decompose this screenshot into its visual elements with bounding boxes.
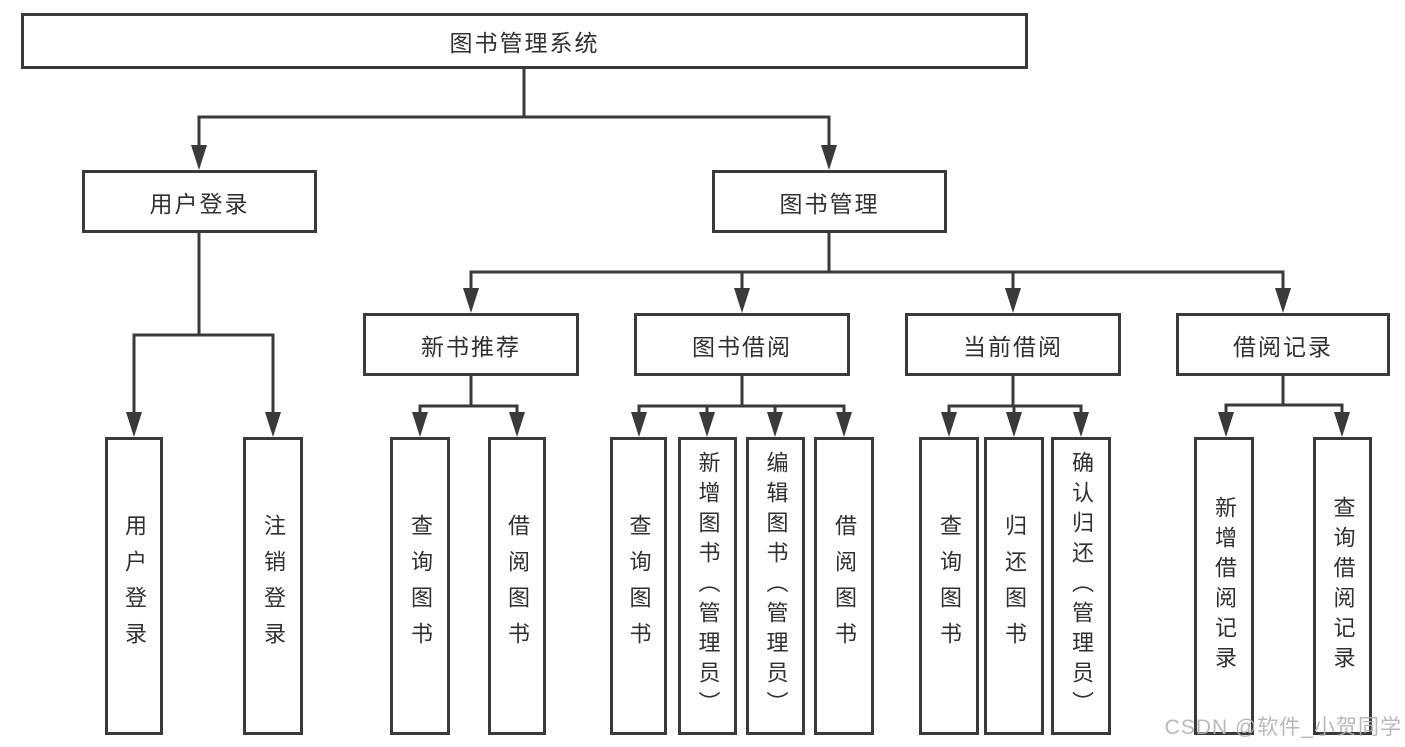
leaf-query-books-current-label: 查询图书 <box>937 514 962 658</box>
node-current-borrowing-label: 当前借阅 <box>963 333 1063 360</box>
arrowhead <box>734 288 750 313</box>
leaf-add-borrow-record: 新增借阅记录 <box>1194 437 1254 735</box>
node-new-book-recommend-label: 新书推荐 <box>421 333 521 360</box>
leaf-borrow-books-borrowing: 借阅图书 <box>814 437 874 735</box>
arrowhead <box>631 412 647 437</box>
connector-borrow-to-leaves <box>637 374 846 416</box>
leaf-borrow-books-recommend-label: 借阅图书 <box>505 514 530 658</box>
arrowhead <box>463 288 479 313</box>
leaf-query-borrow-record: 查询借阅记录 <box>1313 437 1372 735</box>
arrowhead <box>836 412 852 437</box>
arrowhead <box>412 412 428 437</box>
leaf-add-book-admin: 新增图书（管理员） <box>678 437 737 735</box>
arrowhead <box>821 145 837 170</box>
arrowhead <box>1275 288 1291 313</box>
connector-root-to-level2 <box>197 67 831 149</box>
arrowhead <box>941 412 957 437</box>
node-new-book-recommend: 新书推荐 <box>363 313 579 376</box>
arrowhead <box>126 412 142 437</box>
node-root-system: 图书管理系统 <box>21 13 1028 69</box>
arrowhead <box>1005 288 1021 313</box>
node-book-borrowing-label: 图书借阅 <box>692 333 792 360</box>
leaf-query-books-recommend: 查询图书 <box>390 437 450 735</box>
leaf-user-login: 用户登录 <box>105 437 163 735</box>
leaf-return-books-label: 归还图书 <box>1002 514 1027 658</box>
leaf-add-book-admin-label: 新增图书（管理员） <box>695 451 721 721</box>
arrowhead <box>767 412 783 437</box>
leaf-logout: 注销登录 <box>243 437 303 735</box>
node-user-login: 用户登录 <box>82 170 317 233</box>
arrowhead <box>509 412 525 437</box>
arrowhead <box>1073 412 1089 437</box>
node-borrowing-records-label: 借阅记录 <box>1233 333 1333 360</box>
leaf-edit-book-admin-label: 编辑图书（管理员） <box>763 451 789 721</box>
leaf-confirm-return-admin-label: 确认归还（管理员） <box>1069 451 1094 721</box>
node-borrowing-records: 借阅记录 <box>1176 313 1390 376</box>
arrowhead <box>1006 412 1022 437</box>
leaf-query-books-current: 查询图书 <box>919 437 979 735</box>
connector-userlogin-to-leaves <box>132 231 275 416</box>
leaf-confirm-return-admin: 确认归还（管理员） <box>1051 437 1111 735</box>
connector-newbook-to-leaves <box>418 374 519 416</box>
node-book-management: 图书管理 <box>712 170 947 233</box>
arrowhead <box>265 412 281 437</box>
node-current-borrowing: 当前借阅 <box>905 313 1121 376</box>
leaf-borrow-books-borrowing-label: 借阅图书 <box>832 514 857 658</box>
leaf-query-books-borrowing: 查询图书 <box>610 437 667 735</box>
leaf-return-books: 归还图书 <box>984 437 1044 735</box>
node-user-login-label: 用户登录 <box>149 190 250 217</box>
leaf-add-borrow-record-label: 新增借阅记录 <box>1212 496 1237 676</box>
connector-bookmgmt-to-level3 <box>469 231 1285 292</box>
connector-current-to-leaves <box>947 374 1083 416</box>
arrowhead <box>1334 412 1350 437</box>
arrowheads <box>126 145 1350 437</box>
csdn-watermark: CSDN @软件_小贺同学 <box>1164 716 1402 739</box>
leaf-query-books-borrowing-label: 查询图书 <box>626 514 652 658</box>
node-book-management-label: 图书管理 <box>779 190 880 217</box>
arrowhead <box>699 412 715 437</box>
connector-records-to-leaves <box>1224 374 1344 416</box>
leaf-query-books-recommend-label: 查询图书 <box>408 514 433 658</box>
leaf-query-borrow-record-label: 查询借阅记录 <box>1330 496 1356 676</box>
node-root-label: 图书管理系统 <box>449 30 600 56</box>
leaf-edit-book-admin: 编辑图书（管理员） <box>746 437 805 735</box>
arrowhead <box>1218 412 1234 437</box>
leaf-borrow-books-recommend: 借阅图书 <box>488 437 546 735</box>
leaf-user-login-label: 用户登录 <box>122 514 147 658</box>
arrowhead <box>191 145 207 170</box>
leaf-logout-label: 注销登录 <box>261 514 286 658</box>
node-book-borrowing: 图书借阅 <box>634 313 850 376</box>
